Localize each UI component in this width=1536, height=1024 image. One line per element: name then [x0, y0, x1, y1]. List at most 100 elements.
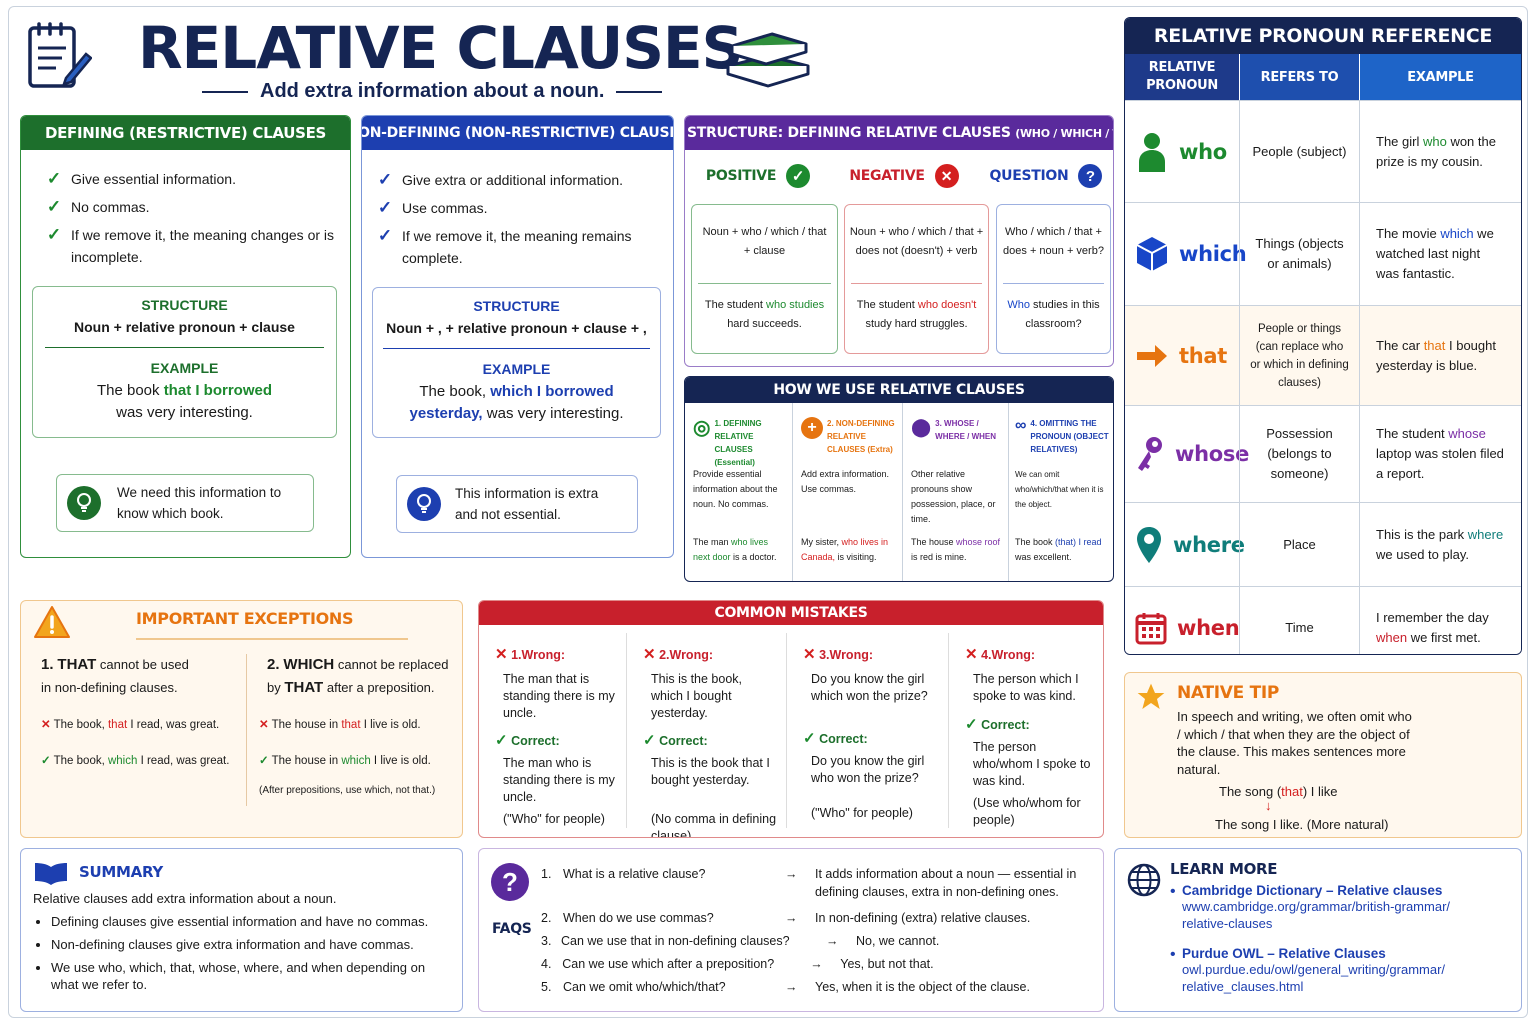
- warning-icon: [33, 605, 71, 644]
- howuse-col-omitting: ∞4. OMITTING THE PRONOUN (OBJECT RELATIV…: [1015, 417, 1109, 562]
- list-item: ✓Use commas.: [377, 198, 488, 217]
- mistakes-title: COMMON MISTAKES: [479, 601, 1103, 625]
- header-pronoun: RELATIVE PRONOUN: [1125, 54, 1239, 100]
- faq-item: 4.Can we use which after a preposition?→…: [541, 957, 934, 971]
- lightbulb-icon: [407, 487, 441, 521]
- example-cell: The movie which we watched last night wa…: [1359, 203, 1521, 305]
- example-cell: The girl who won the prize is my cousin.: [1359, 101, 1521, 202]
- lightbulb-icon: [67, 486, 101, 520]
- key-icon: [1135, 435, 1165, 473]
- faqs-label: FAQS: [492, 921, 532, 937]
- books-icon: [722, 26, 814, 90]
- negative-box: Noun + who / which / that + does not (do…: [844, 204, 989, 354]
- location-pin-icon: [1135, 525, 1163, 565]
- globe-icon: [1127, 863, 1161, 902]
- reference-title: RELATIVE PRONOUN REFERENCE: [1125, 18, 1521, 54]
- faq-item: 1.What is a relative clause?→It adds inf…: [541, 867, 1077, 899]
- refers-cell: Possession (belongs to someone): [1239, 406, 1359, 502]
- page-title: RELATIVE CLAUSES: [138, 14, 743, 82]
- positive-label: POSITIVE✓: [685, 164, 831, 188]
- defining-title: DEFINING (RESTRICTIVE) CLAUSES: [21, 116, 350, 150]
- structure-formula: Noun + relative pronoun + clause: [74, 319, 295, 335]
- summary-panel: SUMMARY Relative clauses add extra infor…: [20, 848, 463, 1012]
- howuse-col-defining: ◎1. DEFINING RELATIVE CLAUSES (Essential…: [685, 403, 793, 581]
- location-pin-icon: ⬤: [911, 417, 932, 437]
- howuse-columns: ◎1. DEFINING RELATIVE CLAUSES (Essential…: [685, 403, 1113, 581]
- list-item: ✓If we remove it, the meaning remains co…: [377, 226, 632, 266]
- example-cell: The car that I bought yesterday is blue.: [1359, 306, 1521, 405]
- structure-formula: Noun + , + relative pronoun + clause + ,: [386, 320, 647, 336]
- check-circle-icon: ◎: [693, 417, 711, 439]
- defining-tip: We need this information to know which b…: [117, 485, 282, 521]
- reference-rows: who People (subject) The girl who won th…: [1125, 100, 1521, 654]
- pronoun-cell: who: [1125, 101, 1239, 202]
- exceptions-title: IMPORTANT EXCEPTIONS: [136, 609, 354, 628]
- howuse-panel: HOW WE USE RELATIVE CLAUSES ◎1. DEFINING…: [684, 376, 1114, 582]
- howuse-col-nondefining: +2. NON-DEFINING RELATIVE CLAUSES (Extra…: [793, 403, 903, 581]
- defining-points: ✓Give essential information. ✓No commas.…: [37, 168, 337, 274]
- arrow-icon: [1135, 343, 1169, 369]
- positive-box: Noun + who / which / that + clause The s…: [691, 204, 838, 354]
- reference-header-row: RELATIVE PRONOUN REFERS TO EXAMPLE: [1125, 54, 1521, 100]
- reference-row-which: which Things (objects or animals) The mo…: [1125, 202, 1521, 305]
- reference-panel: RELATIVE PRONOUN REFERENCE RELATIVE PRON…: [1124, 17, 1522, 655]
- learn-panel: LEARN MORE •Cambridge Dictionary – Relat…: [1114, 848, 1522, 1012]
- mistakes-panel: COMMON MISTAKES ✕ 1.Wrong: The man that …: [478, 600, 1104, 838]
- question-label: QUESTION?: [977, 164, 1113, 188]
- tip-panel: NATIVE TIP In speech and writing, we oft…: [1124, 672, 1522, 838]
- exceptions-panel: IMPORTANT EXCEPTIONS 1. THAT cannot be u…: [20, 600, 463, 838]
- nondefining-structure-box: STRUCTURE Noun + , + relative pronoun + …: [372, 287, 661, 438]
- calendar-icon: [1135, 611, 1167, 645]
- refers-cell: Things (objects or animals): [1239, 203, 1359, 305]
- nondefining-panel: NON-DEFINING (NON-RESTRICTIVE) CLAUSES ✓…: [361, 115, 674, 558]
- negative-label: NEGATIVE✕: [831, 164, 977, 188]
- learn-link-cambridge[interactable]: •Cambridge Dictionary – Relative clauses…: [1170, 883, 1451, 931]
- link-icon: ∞: [1015, 417, 1027, 434]
- reference-row-whose: whose Possession (belongs to someone) Th…: [1125, 405, 1521, 502]
- tip-title: NATIVE TIP: [1177, 683, 1280, 703]
- list-item: Defining clauses give essential informat…: [51, 913, 451, 930]
- example-label: EXAMPLE: [482, 361, 551, 377]
- list-item: Non-defining clauses give extra informat…: [51, 936, 451, 953]
- refers-cell: People (subject): [1239, 101, 1359, 202]
- example-cell: The student whose laptop was stolen file…: [1359, 406, 1521, 502]
- defining-tip-box: We need this information to know which b…: [56, 474, 314, 532]
- structure-title: ONE STRUCTURE: DEFINING RELATIVE CLAUSES…: [685, 116, 1113, 150]
- header-example: EXAMPLE: [1359, 54, 1521, 100]
- learn-title: LEARN MORE: [1170, 860, 1278, 878]
- mistake-4: ✕ 4.Wrong: The person which I spoke to w…: [965, 646, 1091, 827]
- reference-row-that: that People or things (can replace who o…: [1125, 305, 1521, 405]
- structure-label: STRUCTURE: [141, 297, 228, 313]
- pronoun-cell: where: [1125, 503, 1245, 586]
- faq-item: 3.Can we use that in non-defining clause…: [541, 934, 940, 948]
- structure-labels: POSITIVE✓ NEGATIVE✕ QUESTION?: [685, 164, 1113, 188]
- page-frame: [8, 6, 1528, 1018]
- defining-panel: DEFINING (RESTRICTIVE) CLAUSES ✓Give ess…: [20, 115, 351, 558]
- refers-cell: Time: [1239, 587, 1359, 654]
- learn-links: •Cambridge Dictionary – Relative clauses…: [1170, 883, 1515, 995]
- list-item: ✓Give extra or additional information.: [377, 170, 623, 189]
- pronoun-cell: which: [1125, 203, 1247, 305]
- nondefining-title: NON-DEFINING (NON-RESTRICTIVE) CLAUSES: [362, 116, 673, 150]
- person-icon: [1135, 132, 1169, 172]
- summary-title: SUMMARY: [79, 863, 163, 881]
- faqs-panel: ? FAQS 1.What is a relative clause?→It a…: [478, 848, 1104, 1012]
- faq-item: 5.Can we omit who/which/that?→Yes, when …: [541, 980, 1030, 994]
- tip-text: In speech and writing, we often omit who…: [1177, 709, 1412, 777]
- down-arrow-icon: ↓: [1265, 798, 1272, 813]
- howuse-col-whose: ⬤3. WHOSE / WHERE / WHEN Other relative …: [903, 403, 1009, 581]
- example-label: EXAMPLE: [150, 360, 219, 376]
- summary-intro: Relative clauses add extra information a…: [33, 891, 337, 906]
- example-cell: I remember the day when we first met.: [1359, 587, 1521, 654]
- list-item: ✓No commas.: [46, 197, 150, 216]
- howuse-title: HOW WE USE RELATIVE CLAUSES: [685, 377, 1113, 403]
- mistake-2: ✕ 2.Wrong: This is the book, which I bou…: [627, 633, 787, 837]
- tip-example-1: The song (that) I like: [1219, 784, 1338, 799]
- refers-cell: Place: [1239, 503, 1359, 586]
- cross-circle-icon: ✕: [934, 164, 959, 188]
